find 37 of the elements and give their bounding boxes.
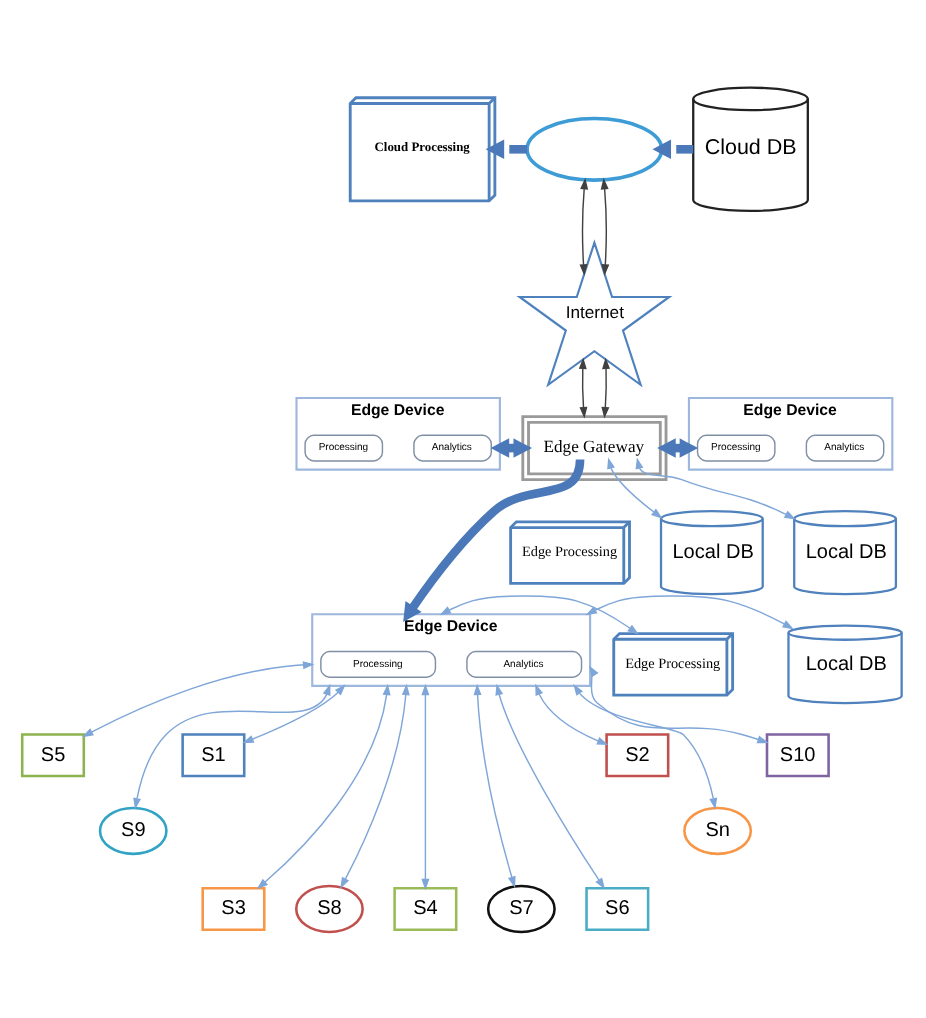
node-cloud	[525, 115, 664, 181]
arrow	[133, 682, 331, 809]
arrow	[579, 176, 589, 275]
arrow	[340, 682, 410, 888]
arrow	[403, 458, 585, 621]
arrow	[485, 138, 528, 159]
node-ellipse: S7	[486, 883, 556, 933]
node-box: S10	[765, 732, 830, 777]
node-box: Edge Gateway	[521, 414, 668, 481]
arrow	[256, 682, 391, 889]
node-box: S2	[605, 732, 670, 777]
arrow	[242, 683, 346, 743]
node-ellipse: S9	[98, 805, 168, 855]
arrow	[585, 594, 794, 629]
arrow	[600, 176, 610, 275]
arrow	[635, 456, 796, 519]
arrow	[652, 138, 694, 159]
node-box: S1	[181, 732, 246, 777]
arrow	[657, 437, 699, 457]
node-box: S5	[20, 732, 86, 777]
arrow	[607, 456, 663, 518]
node-ellipse: Sn	[683, 805, 753, 855]
node-box: S4	[393, 885, 458, 931]
arrow	[601, 356, 611, 418]
arrow	[490, 437, 533, 457]
node-ellipse: S8	[294, 883, 364, 933]
arrow	[535, 682, 609, 745]
node-box: S6	[585, 885, 650, 931]
node-box: S3	[201, 885, 266, 931]
arrow	[81, 660, 315, 737]
arrow	[573, 683, 718, 809]
arrow	[473, 682, 516, 887]
arrow	[421, 682, 430, 890]
arrow	[439, 594, 639, 634]
arrow	[588, 664, 769, 743]
arrow	[578, 356, 588, 418]
arrow	[495, 682, 606, 889]
